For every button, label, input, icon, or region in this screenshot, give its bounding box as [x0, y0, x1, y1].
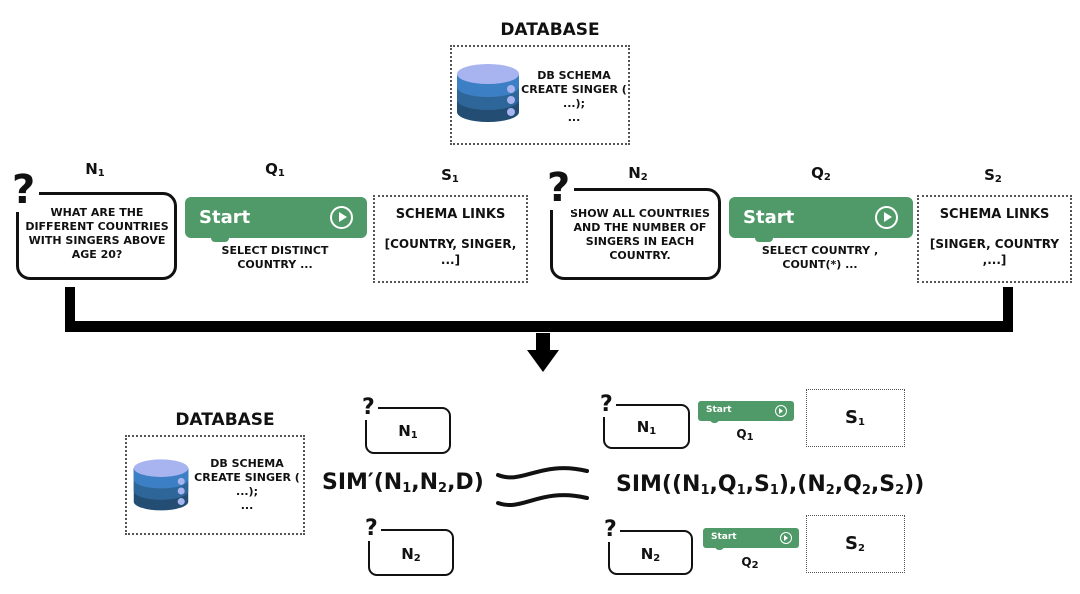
n2-label: N2 — [628, 164, 648, 183]
schema-line: CREATE SINGER ( — [521, 83, 627, 96]
mini-q1-label: Q1 — [736, 427, 754, 443]
top-database-schema: DB SCHEMA CREATE SINGER ( ...); ... — [520, 69, 628, 125]
mini-q2-label: Q2 — [741, 555, 759, 571]
schema-link-line: [SINGER, COUNTRY — [929, 237, 1060, 251]
schema-line: DB SCHEMA — [210, 457, 284, 470]
bottom-database-box: DB SCHEMA CREATE SINGER ( ...); ... — [125, 435, 305, 535]
schema-line: ...); — [236, 485, 258, 498]
mini-n2-label: N2 — [401, 545, 421, 564]
mini-n2-label: N2 — [640, 545, 661, 564]
schema-link-line: ...] — [440, 253, 461, 267]
mini-s1-label: S1 — [845, 407, 865, 428]
bottom-database-schema: DB SCHEMA CREATE SINGER ( ...); ... — [191, 457, 303, 513]
start-label: Start — [711, 532, 737, 542]
sim-prime-formula: SIM′(N1,N2,D) — [322, 470, 484, 496]
q2-sql: SELECT COUNTRY , COUNT(*) ... — [745, 244, 895, 272]
schema-line: ... — [567, 111, 581, 124]
approx-equal-icon — [496, 466, 589, 507]
database-icon — [133, 459, 189, 511]
bottom-database-title: DATABASE — [175, 410, 275, 430]
mini-s1-box: S1 — [806, 389, 905, 447]
s2-schema-box: SCHEMA LINKS [SINGER, COUNTRY ,...] — [917, 195, 1072, 283]
top-database-box: DB SCHEMA CREATE SINGER ( ...); ... — [450, 45, 630, 145]
mini-n2-box: N2 — [608, 530, 693, 575]
n1-question-box: WHAT ARE THE DIFFERENT COUNTRIES WITH SI… — [16, 192, 177, 280]
q1-sql: SELECT DISTINCT COUNTRY ... — [200, 244, 350, 272]
s2-label: S2 — [984, 166, 1002, 185]
play-icon: .start .play::after{left:7px;top:4px;bor… — [330, 206, 353, 229]
n2-question-box: SHOW ALL COUNTRIES AND THE NUMBER OF SIN… — [550, 188, 721, 280]
play-icon — [775, 405, 787, 417]
start-label: Start — [199, 207, 251, 228]
n2-question-text: SHOW ALL COUNTRIES AND THE NUMBER OF SIN… — [570, 207, 710, 262]
schema-line: DB SCHEMA — [537, 69, 611, 82]
top-database-title: DATABASE — [500, 20, 600, 40]
mini-s2-label: S2 — [845, 533, 865, 554]
mini-n1-label: N1 — [398, 422, 418, 441]
sql-line: COUNT(*) ... — [782, 258, 858, 271]
s1-schema-box: SCHEMA LINKS [COUNTRY, SINGER, ...] — [373, 195, 528, 283]
connector-horizontal — [65, 321, 1013, 332]
schema-link-line: [COUNTRY, SINGER, — [384, 237, 517, 251]
s2-schema-title: SCHEMA LINKS — [939, 207, 1050, 222]
mini-n2-box: N2 — [368, 529, 454, 576]
play-icon — [780, 532, 792, 544]
s1-label: S1 — [441, 166, 459, 185]
n1-question-text: WHAT ARE THE DIFFERENT COUNTRIES WITH SI… — [25, 206, 169, 261]
n1-label: N1 — [85, 160, 105, 179]
question-mark-icon: ? — [547, 168, 575, 210]
s1-schema-links: [COUNTRY, SINGER, ...] — [375, 236, 526, 268]
schema-line: ...); — [563, 97, 585, 110]
q2-start-block: Start — [729, 197, 913, 242]
play-icon — [875, 206, 898, 229]
question-mark-icon: ? — [600, 394, 616, 417]
q1-label: Q1 — [265, 160, 285, 179]
sql-line: COUNTRY ... — [237, 258, 313, 271]
sim-full-formula: SIM((N1,Q1,S1),(N2,Q2,S2)) — [616, 472, 925, 498]
q2-label: Q2 — [811, 164, 831, 183]
database-icon — [457, 64, 519, 122]
sql-line: SELECT COUNTRY , — [761, 244, 879, 257]
connector-left — [65, 287, 75, 332]
sql-line: SELECT DISTINCT — [221, 244, 329, 257]
schema-link-line: ,...] — [982, 253, 1007, 267]
start-label: Start — [706, 405, 732, 415]
mini-s2-box: S2 — [806, 515, 905, 573]
s1-schema-title: SCHEMA LINKS — [395, 207, 506, 222]
connector-right — [1003, 287, 1013, 332]
s2-schema-links: [SINGER, COUNTRY ,...] — [919, 236, 1070, 268]
schema-line: CREATE SINGER ( — [194, 471, 300, 484]
mini-n1-box: N1 — [603, 404, 690, 449]
question-mark-icon: ? — [362, 397, 378, 420]
question-mark-icon: ? — [604, 519, 620, 542]
question-mark-icon: ? — [365, 518, 381, 541]
mini-n1-label: N1 — [636, 418, 657, 437]
mini-n1-box: N1 — [365, 407, 451, 454]
q1-start-block: Start .start .play::after{left:7px;top:4… — [185, 197, 367, 242]
question-mark-icon: ? — [12, 170, 40, 212]
down-arrow-icon — [527, 333, 559, 372]
mini-q2-start-block: Start — [703, 528, 799, 550]
schema-line: ... — [240, 499, 254, 512]
mini-q1-start-block: Start — [698, 401, 794, 423]
start-label: Start — [743, 207, 795, 228]
